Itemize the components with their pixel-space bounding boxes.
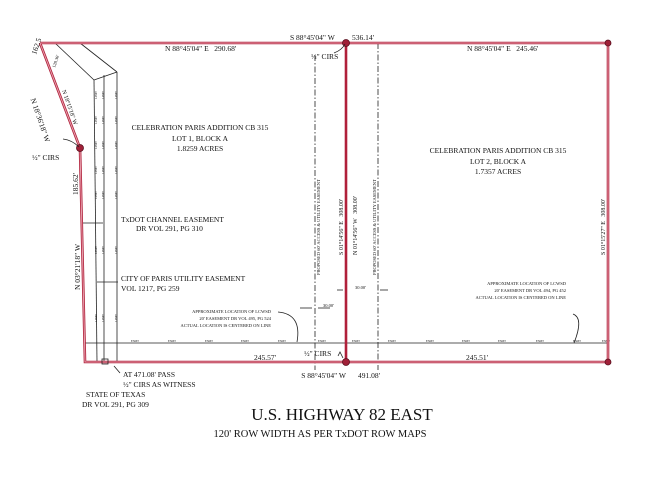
easement-tag: LPMT [101,314,105,322]
easement-tag: LPMT [94,91,98,99]
iron-rod-marker [342,39,350,47]
top-total-distance: 536.14' [352,33,375,42]
easement-tag: LPMT [101,141,105,149]
west-bearing: N 03°21'18" W [73,243,82,290]
top-total-bearing: S 88°45'04" W [290,33,336,42]
easement-tag: LPMT [94,314,98,322]
diag-inner-distance: 128.36' [51,54,60,68]
easement-tag: LPMT [114,91,118,99]
bottom-total-distance: 491.08' [358,371,381,380]
easement-tag: ESMT [318,339,326,343]
lot2-area: 1.7357 ACRES [475,167,521,176]
easement-tag: LPMT [101,116,105,124]
easement-tag: ESMT [536,339,544,343]
txdot-channel-ref: DR VOL 291, PG 310 [136,224,203,233]
txdot-channel-easement: TxDOT CHANNEL EASEMENT [121,215,224,224]
property-boundary [38,41,610,364]
easement-tag: ESMT [131,339,139,343]
pass-note: AT 471.08' PASS [123,370,175,379]
state-of-texas-label: STATE OF TEXAS [86,390,145,399]
cirs-label: ½" CIRS [304,349,331,358]
cirs-label: ½" CIRS [32,153,59,162]
witness-marker [101,358,109,365]
easement-tag: LPMT [114,191,118,199]
bottom-bearing: S 88°45'04" W [301,371,347,380]
bottom-lot1-distance: 245.57' [254,353,277,362]
west-distance: 185.62' [71,172,80,195]
mid-right-call: N 01°14'56" W 308.00' [352,196,359,255]
esmt-labels: ESMT ESMT ESMT ESMT ESMT ESMT ESMT ESMT ESMT ESMT… [94,91,610,343]
proposed-easement-label: PROPOSED 60' ACCESS & UTILITY EASEMENT [316,179,321,275]
cirs-label: ½" CIRS [311,52,338,61]
easement-tag: LPMT [101,191,105,199]
easement-tag: ESMT [573,339,581,343]
state-of-texas-ref: DR VOL 291, PG 309 [82,400,149,409]
easement-tag: LPMT [94,191,98,199]
easement-tag: ESMT [388,339,396,343]
easement-tag: LPMT [114,116,118,124]
easement-tag: ESMT [241,339,249,343]
top-lot2-call: N 88°45'04" E 245.46' [467,44,539,53]
road-subtitle: 120' ROW WIDTH AS PER TxDOT ROW MAPS [214,429,427,440]
easement-tag: LPMT [94,166,98,174]
easement-tag: LPMT [101,166,105,174]
easement-tag: ESMT [205,339,213,343]
easement-tag: LPMT [101,91,105,99]
lcwsd-note-1: APPROXIMATE LOCATION OF LCWSD [192,309,272,314]
easement-tag: LPMT [94,141,98,149]
easement-tag: LPMT [114,246,118,254]
easement-tag: LPMT [114,314,118,322]
utility-easement-lines [54,42,118,363]
east-call: S 01°15'27" E 308.00' [600,199,607,255]
lcwsd-note-2: APPROXIMATE LOCATION OF LCWSD [487,281,567,286]
easement-tag: ESMT [462,339,470,343]
iron-rod-marker [342,358,350,366]
easement-width-dim: 30.00' [355,285,366,290]
proposed-easement-label: PROPOSED 60' ACCESS & UTILITY EASEMENT [372,179,377,275]
easement-tag: ESMT [278,339,286,343]
diag-outer-bearing: N 18°36'18" W [29,97,53,144]
lot2-name: CELEBRATION PARIS ADDITION CB 315 [430,146,567,155]
easement-tag: ESMT [168,339,176,343]
lcwsd-note-2: ACTUAL LOCATION IS CENTERED ON LINE [476,295,567,300]
lot2-label: LOT 2, BLOCK A [470,157,527,166]
lcwsd-note-1: ACTUAL LOCATION IS CENTERED ON LINE [181,323,272,328]
lot1-label: LOT 1, BLOCK A [172,134,229,143]
easement-tag: LPMT [114,166,118,174]
easement-tag: LPMT [94,116,98,124]
lot1-name: CELEBRATION PARIS ADDITION CB 315 [132,123,269,132]
lot1-area: 1.8259 ACRES [177,144,223,153]
lcwsd-note-1: 20' EASEMENT DR VOL 495, PG 524 [199,316,271,322]
witness-note: ½" CIRS AS WITNESS [123,380,196,389]
top-lot1-call: N 88°45'04" E 290.68' [165,44,237,53]
city-utility-easement: CITY OF PARIS UTILITY EASEMENT [121,274,246,283]
lcwsd-note-2: 20' EASEMENT DR VOL 494, PG 452 [494,288,566,294]
city-utility-ref: VOL 1217, PG 259 [121,284,180,293]
easement-tag: ESMT [498,339,506,343]
iron-rod-marker [604,39,612,47]
bottom-lot2-distance: 245.51' [466,353,489,362]
easement-tag: ESMT [352,339,360,343]
easement-tag: LPMT [94,246,98,254]
easement-width-dim: 30.00' [323,303,334,308]
easement-tag: LPMT [101,246,105,254]
easement-tag: LPMT [114,141,118,149]
easement-tag: ESMT [426,339,434,343]
road-title: U.S. HIGHWAY 82 EAST [251,405,433,424]
iron-rod-marker [604,358,612,366]
mid-left-call: S 01°14'56" E 308.00' [338,199,345,255]
easement-tag: ESMT [602,339,610,343]
